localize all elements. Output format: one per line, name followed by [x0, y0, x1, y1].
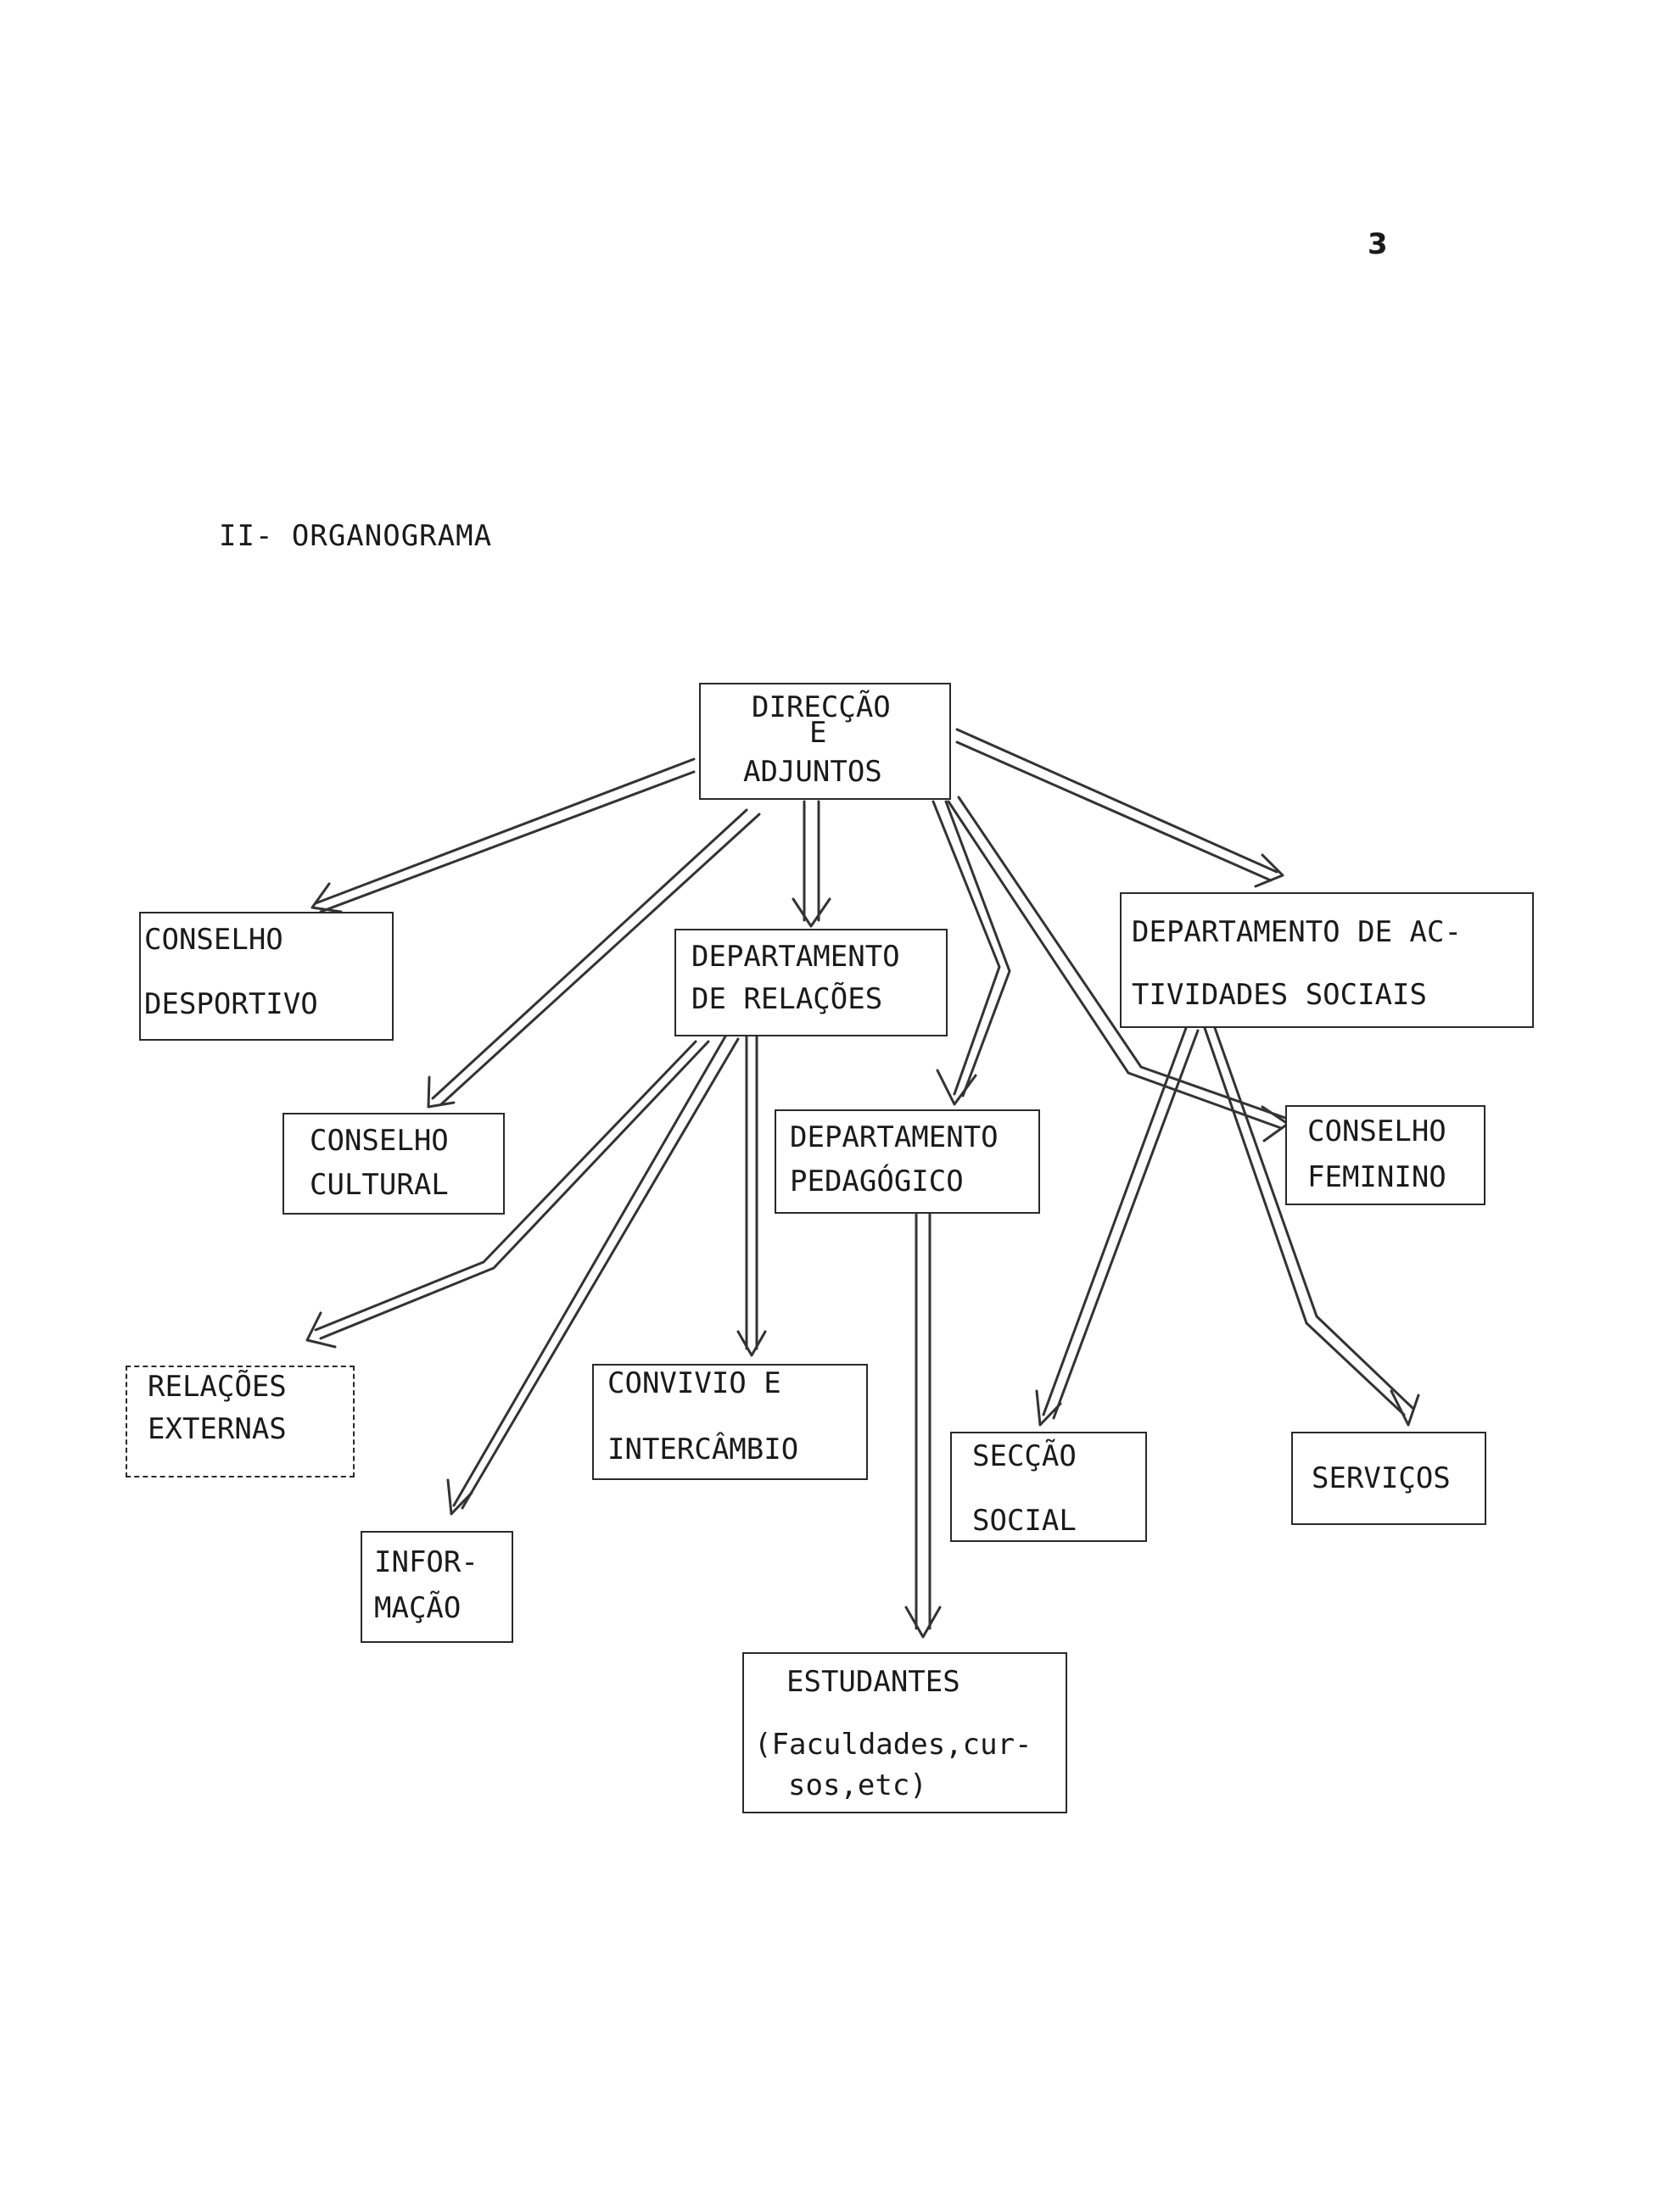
arrow-dep-pedagogico-to-estudantes — [904, 1213, 942, 1639]
section-title: II- ORGANOGRAMA — [219, 519, 493, 553]
node-label: DEPARTAMENTO — [691, 940, 900, 974]
node-seccao-social: SECÇÃO SOCIAL — [950, 1432, 1147, 1542]
node-dep-actividades: DEPARTAMENTO DE AC- TIVIDADES SOCIAIS — [1120, 892, 1534, 1028]
node-label: SECÇÃO — [972, 1439, 1077, 1473]
node-label: SERVIÇOS — [1312, 1461, 1451, 1495]
node-label: E — [809, 716, 827, 750]
node-label: CULTURAL — [310, 1168, 449, 1202]
node-label: TIVIDADES SOCIAIS — [1132, 978, 1427, 1012]
node-informacao: INFOR- MAÇÃO — [361, 1531, 513, 1643]
node-label: PEDAGÓGICO — [790, 1165, 964, 1198]
node-conselho-feminino: CONSELHO FEMININO — [1285, 1105, 1485, 1205]
node-label: FEMININO — [1307, 1160, 1446, 1194]
node-label: CONSELHO — [310, 1124, 449, 1158]
arrow-direccao-to-dep-relacoes — [792, 800, 831, 928]
node-conselho-cultural: CONSELHO CULTURAL — [283, 1113, 505, 1215]
node-label: DEPARTAMENTO DE AC- — [1132, 915, 1462, 949]
arrow-direccao-to-conselho-cultural — [427, 808, 761, 1109]
node-label: RELAÇÕES — [148, 1370, 287, 1404]
arrow-direccao-to-conselho-desportivo — [310, 757, 696, 913]
node-label: CONSELHO — [144, 923, 283, 957]
node-dep-pedagogico: DEPARTAMENTO PEDAGÓGICO — [775, 1109, 1040, 1214]
arrow-dep-relacoes-to-convivio — [736, 1035, 767, 1357]
node-convivio: CONVIVIO E INTERCÂMBIO — [592, 1364, 868, 1480]
node-estudantes: ESTUDANTES (Faculdades,cur- sos,etc) — [742, 1652, 1067, 1813]
node-dep-relacoes: DEPARTAMENTO DE RELAÇÕES — [674, 929, 948, 1036]
node-label: INTERCÂMBIO — [607, 1433, 799, 1466]
node-label: EXTERNAS — [148, 1412, 287, 1446]
node-label: DE RELAÇÕES — [691, 982, 883, 1016]
node-direccao: DIRECÇÃO E ADJUNTOS — [699, 683, 951, 800]
node-servicos: SERVIÇOS — [1291, 1432, 1486, 1525]
arrow-dep-actividades-to-servicos — [1203, 1026, 1420, 1427]
arrow-direccao-to-dep-pedagogico — [932, 800, 1011, 1106]
node-label: SOCIAL — [972, 1504, 1077, 1538]
node-label: DESPORTIVO — [144, 987, 318, 1021]
node-label: DEPARTAMENTO — [790, 1120, 999, 1154]
node-label: INFOR- — [374, 1545, 478, 1579]
node-label: ADJUNTOS — [743, 755, 882, 789]
arrow-dep-relacoes-to-informacao — [446, 1035, 740, 1516]
page-number: 3 — [1368, 227, 1388, 261]
arrow-direccao-to-dep-actividades — [955, 728, 1284, 888]
node-conselho-desportivo: CONSELHO DESPORTIVO — [139, 912, 394, 1041]
arrow-dep-relacoes-to-relacoes-externas — [305, 1040, 710, 1349]
node-label: ESTUDANTES — [786, 1665, 960, 1699]
node-label: CONVIVIO E — [607, 1366, 781, 1400]
node-relacoes-externas: RELAÇÕES EXTERNAS — [126, 1366, 355, 1477]
node-label: sos,etc) — [788, 1768, 927, 1802]
node-label: CONSELHO — [1307, 1114, 1446, 1148]
arrow-dep-actividades-to-seccao-social — [1035, 1026, 1200, 1427]
node-label: MAÇÃO — [374, 1591, 462, 1625]
node-label: (Faculdades,cur- — [754, 1728, 1032, 1762]
node-label: DIRECÇÃO — [752, 690, 891, 724]
